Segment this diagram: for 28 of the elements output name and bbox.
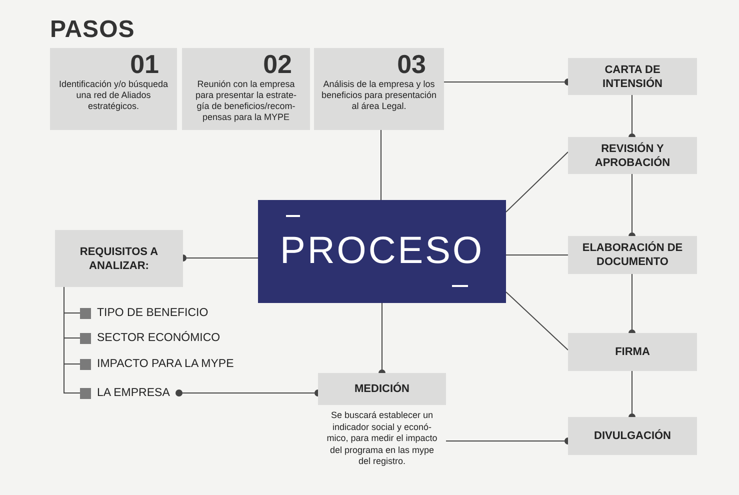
stage-box: DIVULGACIÓN — [568, 417, 697, 455]
measurement-description: Se buscará establecer un indicador social y econó- mico, para medir el impacto del programa en las mype del registro. — [326, 410, 438, 468]
step-description: Reunión con la empresa para presentar la estrate- gía de beneficios/recom- pensas para la MYPE — [194, 79, 298, 123]
requirement-item: IMPACTO PARA LA MYPE — [97, 358, 234, 370]
requirement-item: TIPO DE BENEFICIO — [97, 307, 208, 319]
connector-line — [380, 130, 382, 200]
connector-line — [506, 152, 568, 212]
connector-line — [506, 292, 568, 350]
step-card — [50, 48, 177, 130]
connector-line — [506, 254, 568, 256]
process-box: PROCESO — [258, 200, 506, 303]
stage-box: CARTA DE INTENSIÓN — [568, 58, 697, 95]
requirement-item: SECTOR ECONÓMICO — [97, 332, 220, 344]
requirement-item: LA EMPRESA — [97, 387, 170, 399]
title: PASOS — [50, 16, 135, 44]
stage-box: REQUISITOS A ANALIZAR: — [55, 230, 183, 287]
measurement-heading: MEDICIÓN — [318, 373, 446, 405]
connector-line — [64, 286, 80, 394]
stage-box: REVISIÓN Y APROBACIÓN — [568, 137, 697, 174]
stage-box: ELABORACIÓN DE DOCUMENTO — [568, 236, 697, 274]
step-card — [314, 48, 444, 130]
step-description: Identificación y/o búsqueda una red de Aliados estratégicos. — [58, 79, 170, 112]
step-number: 01 — [130, 51, 159, 77]
step-number: 02 — [263, 51, 292, 77]
step-description: Análisis de la empresa y los beneficios para presentación al área Legal. — [320, 79, 438, 112]
step-number: 03 — [397, 51, 426, 77]
step-card — [182, 48, 310, 130]
stage-box: FIRMA — [568, 333, 697, 371]
